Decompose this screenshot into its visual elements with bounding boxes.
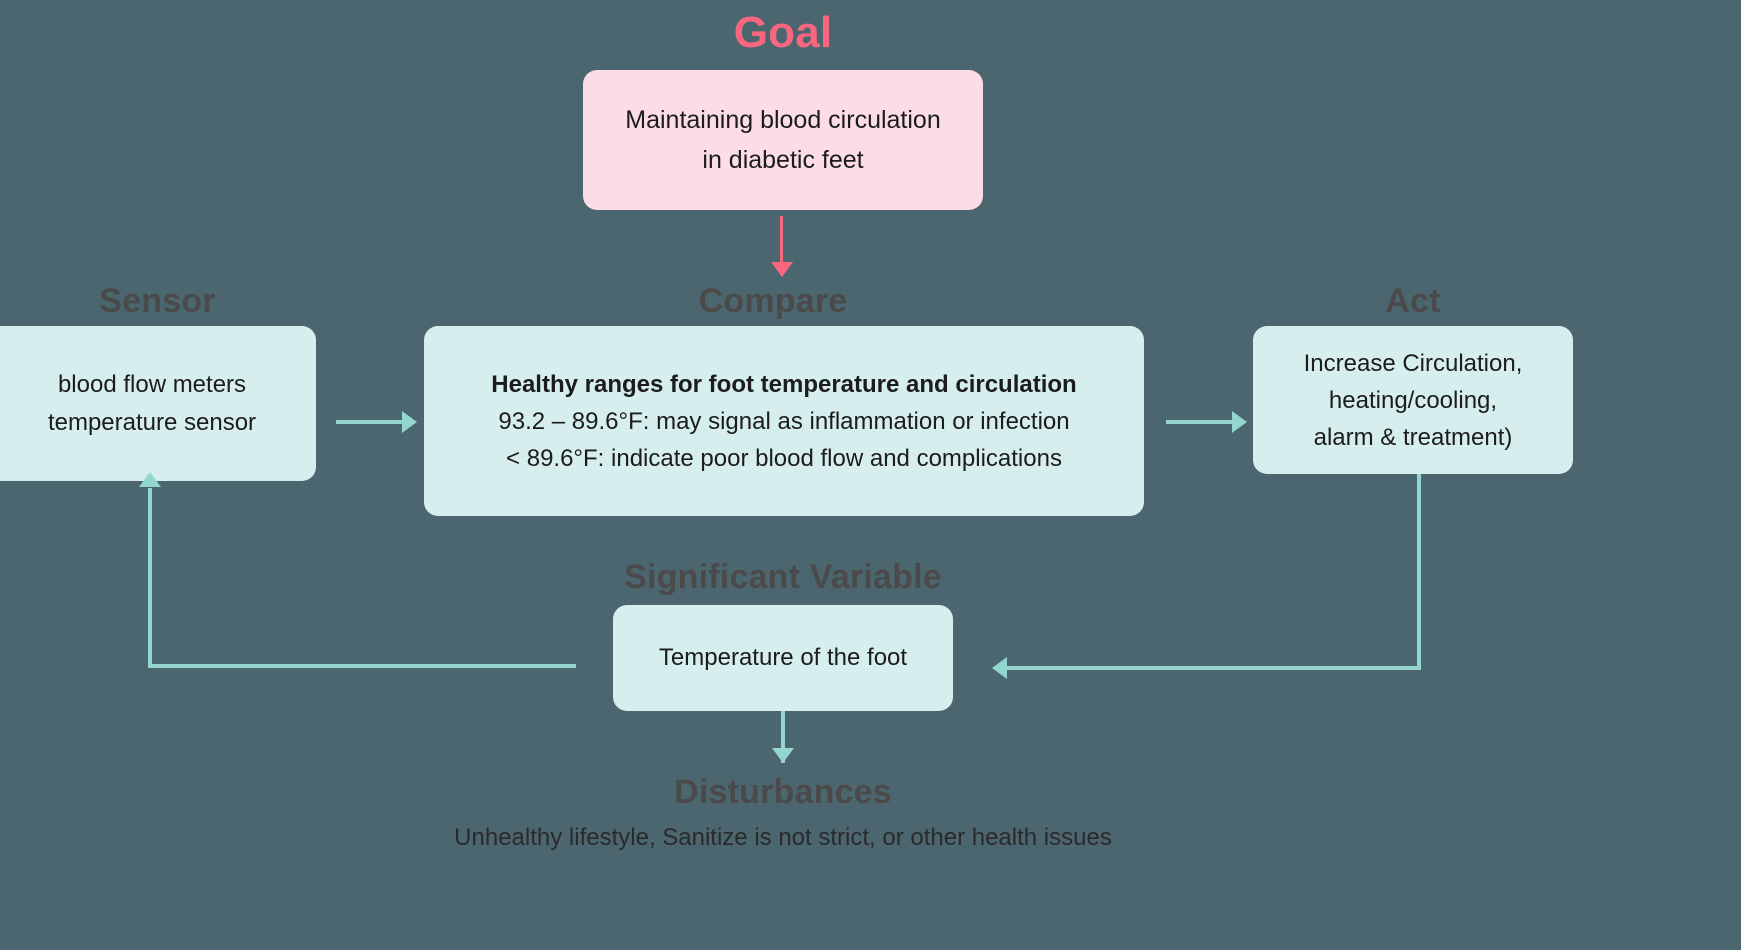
act-box[interactable]: Increase Circulation, heating/cooling, a…	[1253, 326, 1573, 474]
compare-text-line-3: < 89.6°F: indicate poor blood flow and c…	[506, 444, 1062, 472]
sensor-box[interactable]: blood flow meters temperature sensor	[0, 326, 316, 481]
goal-text-line-1: Maintaining blood circulation	[625, 106, 941, 134]
significant-variable-box[interactable]: Temperature of the foot	[613, 605, 953, 711]
compare-text-line-2: 93.2 – 89.6°F: may signal as inflammatio…	[498, 407, 1070, 435]
variable-to-disturbances-line	[781, 711, 785, 763]
goal-to-compare-arrowhead-icon	[771, 262, 793, 277]
sensor-to-compare-arrowhead-icon	[402, 411, 417, 433]
significant-variable-text: Temperature of the foot	[658, 644, 908, 671]
variable-to-sensor-vertical-line	[148, 488, 152, 668]
variable-to-sensor-arrowhead-icon	[139, 472, 161, 487]
compare-to-act-line	[1166, 420, 1238, 424]
act-to-variable-vertical-line	[1417, 474, 1421, 670]
goal-text-line-2: in diabetic feet	[702, 146, 864, 174]
goal-to-compare-line	[780, 216, 783, 268]
sensor-heading: Sensor	[99, 282, 216, 320]
compare-text-line-1: Healthy ranges for foot temperature and …	[491, 370, 1077, 398]
variable-to-disturbances-arrowhead-icon	[772, 748, 794, 763]
variable-to-sensor-horizontal-line	[148, 664, 576, 668]
goal-heading: Goal	[733, 8, 833, 57]
compare-to-act-arrowhead-icon	[1232, 411, 1247, 433]
sensor-text-line-1: blood flow meters	[57, 370, 247, 398]
act-text-line-2: heating/cooling,	[1328, 386, 1498, 414]
disturbances-heading: Disturbances	[674, 773, 892, 811]
significant-variable-heading: Significant Variable	[624, 558, 942, 596]
act-to-variable-horizontal-line	[1006, 666, 1421, 670]
sensor-text-line-2: temperature sensor	[47, 408, 257, 436]
goal-box[interactable]: Maintaining blood circulation in diabeti…	[583, 70, 983, 210]
act-text-line-3: alarm & treatment)	[1313, 423, 1513, 451]
act-heading: Act	[1385, 282, 1441, 320]
compare-heading: Compare	[698, 282, 848, 320]
act-to-variable-arrowhead-icon	[992, 657, 1007, 679]
disturbances-caption: Unhealthy lifestyle, Sanitize is not str…	[454, 824, 1112, 851]
sensor-to-compare-line	[336, 420, 408, 424]
compare-box[interactable]: Healthy ranges for foot temperature and …	[424, 326, 1144, 516]
act-text-line-1: Increase Circulation,	[1303, 349, 1523, 377]
